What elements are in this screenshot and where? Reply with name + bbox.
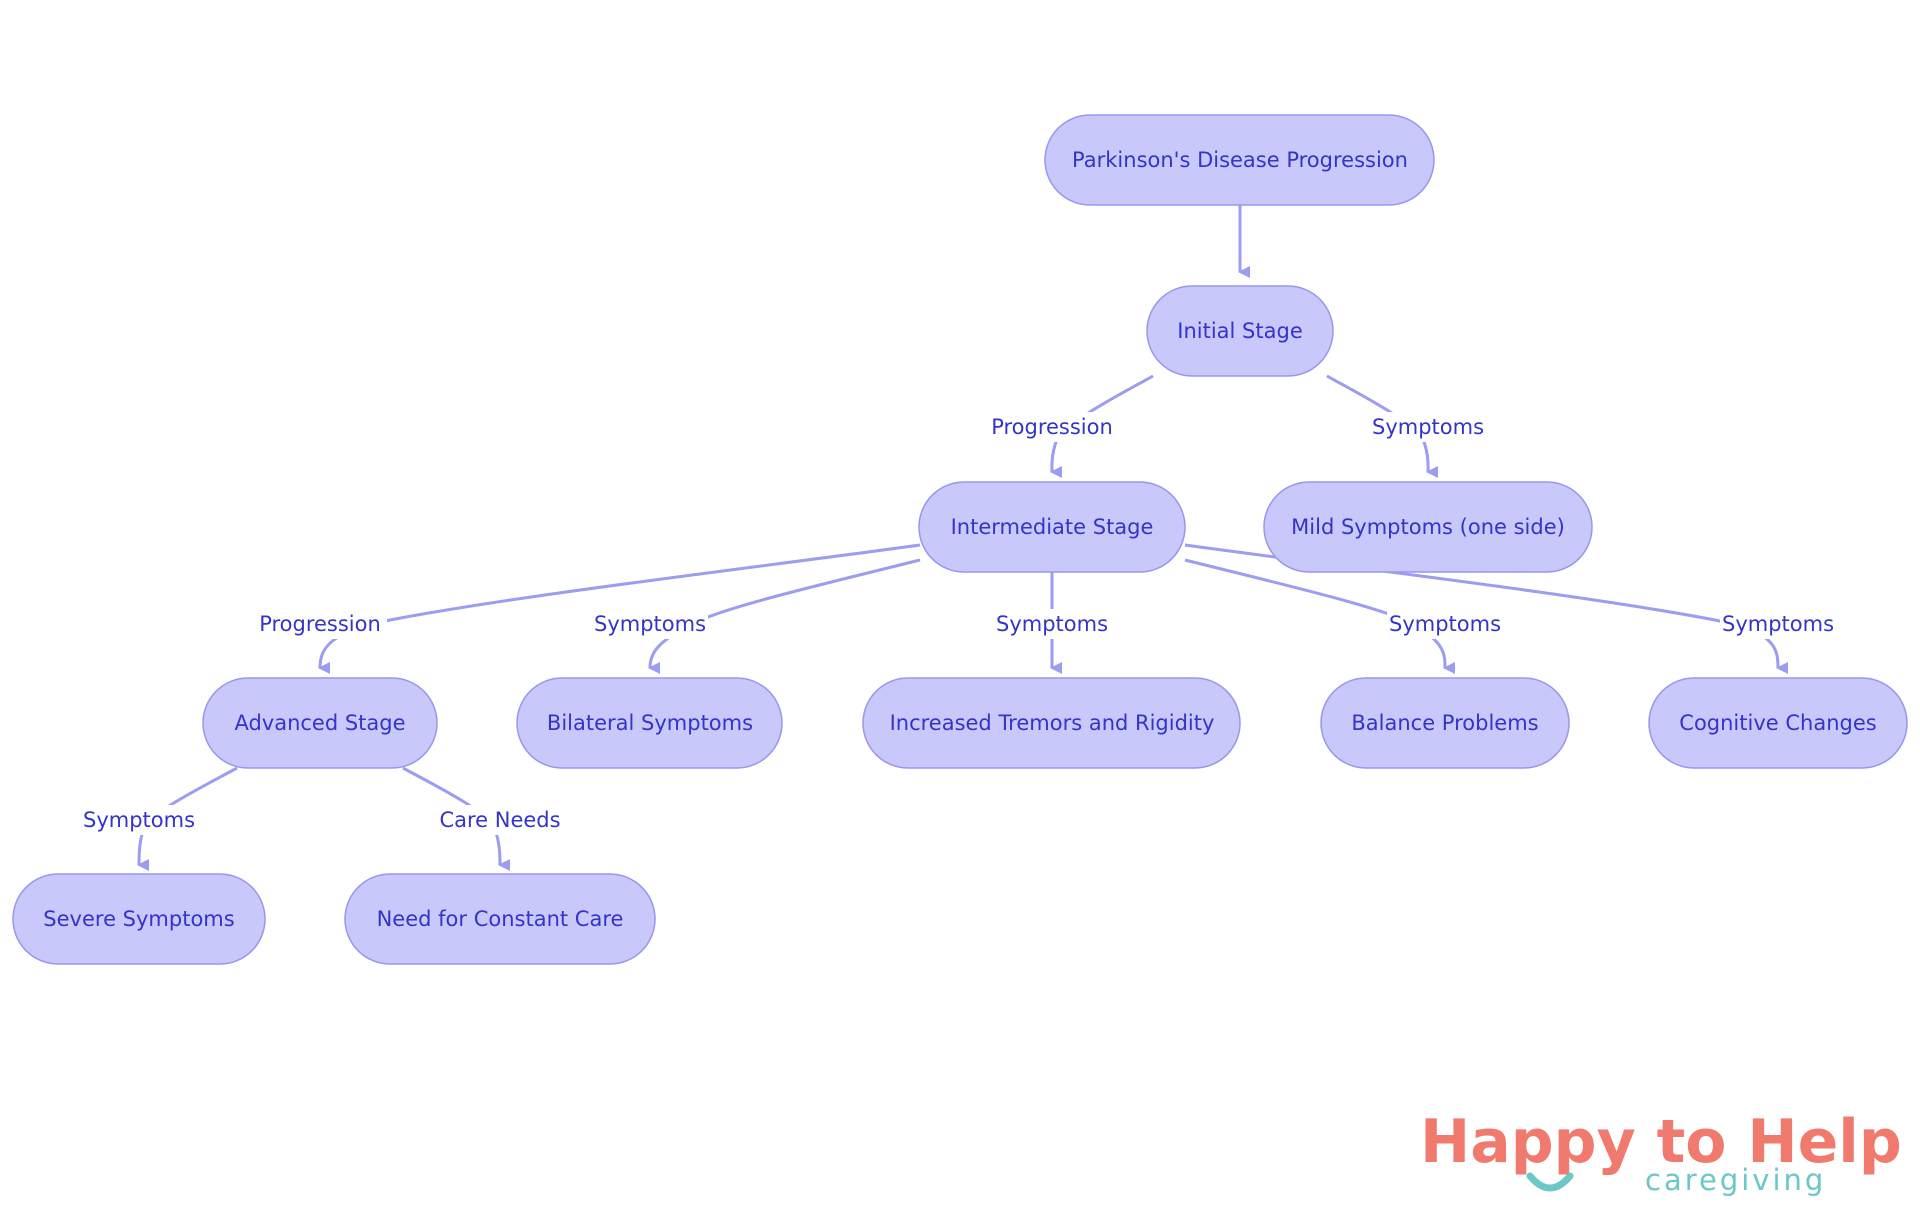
svg-text:Intermediate Stage: Intermediate Stage: [951, 515, 1154, 539]
edge-label-symptoms: Symptoms: [996, 612, 1108, 636]
edge-advanced-severe: Symptoms: [81, 766, 238, 872]
node-mild-symptoms: Mild Symptoms (one side): [1263, 481, 1593, 573]
edge-intermediate-tremors: Symptoms: [994, 572, 1110, 674]
svg-text:Parkinson's Disease Progressio: Parkinson's Disease Progression: [1072, 148, 1408, 172]
svg-text:Severe Symptoms: Severe Symptoms: [43, 907, 234, 931]
svg-text:Need for Constant Care: Need for Constant Care: [377, 907, 624, 931]
edge-advanced-care: Care Needs: [402, 766, 565, 871]
node-initial-stage: Initial Stage: [1146, 285, 1334, 377]
node-bilateral-symptoms: Bilateral Symptoms: [516, 677, 783, 769]
node-need-for-constant-care: Need for Constant Care: [344, 873, 656, 965]
smile-icon: [1526, 1172, 1574, 1192]
edge-label-symptoms: Symptoms: [594, 612, 706, 636]
edge-label-care-needs: Care Needs: [439, 808, 560, 832]
edge-label-symptoms: Symptoms: [1722, 612, 1834, 636]
edge-label-symptoms: Symptoms: [1389, 612, 1501, 636]
svg-text:Cognitive Changes: Cognitive Changes: [1679, 711, 1876, 735]
svg-text:Mild Symptoms (one side): Mild Symptoms (one side): [1291, 515, 1565, 539]
edge-intermediate-balance: Symptoms: [1184, 558, 1503, 674]
node-cognitive-changes: Cognitive Changes: [1648, 677, 1908, 769]
svg-text:Increased Tremors and Rigidity: Increased Tremors and Rigidity: [890, 711, 1215, 735]
svg-text:Balance Problems: Balance Problems: [1351, 711, 1538, 735]
edge-label-progression: Progression: [991, 415, 1113, 439]
node-balance-problems: Balance Problems: [1320, 677, 1570, 769]
edge-initial-intermediate: Progression: [985, 374, 1154, 478]
edge-label-symptoms: Symptoms: [1372, 415, 1484, 439]
edge-label-progression: Progression: [259, 612, 381, 636]
edge-intermediate-cognitive: Symptoms: [1184, 543, 1836, 674]
logo-subtitle: caregiving: [1645, 1163, 1826, 1197]
node-intermediate-stage: Intermediate Stage: [918, 481, 1186, 573]
svg-text:Initial Stage: Initial Stage: [1177, 319, 1302, 343]
logo-title: Happy to Help: [1420, 1107, 1902, 1177]
node-increased-tremors-rigidity: Increased Tremors and Rigidity: [862, 677, 1241, 769]
svg-text:Bilateral Symptoms: Bilateral Symptoms: [547, 711, 753, 735]
edge-initial-mild: Symptoms: [1326, 374, 1486, 479]
edge-intermediate-advanced: Progression: [253, 543, 921, 675]
svg-text:Advanced Stage: Advanced Stage: [234, 711, 405, 735]
edge-label-symptoms: Symptoms: [83, 808, 195, 832]
node-severe-symptoms: Severe Symptoms: [12, 873, 266, 965]
happy-to-help-logo: Happy to Help caregiving: [1420, 1107, 1902, 1197]
edge-intermediate-bilateral: Symptoms: [592, 558, 921, 675]
node-advanced-stage: Advanced Stage: [202, 677, 438, 769]
node-parkinsons-disease-progression: Parkinson's Disease Progression: [1044, 114, 1435, 206]
